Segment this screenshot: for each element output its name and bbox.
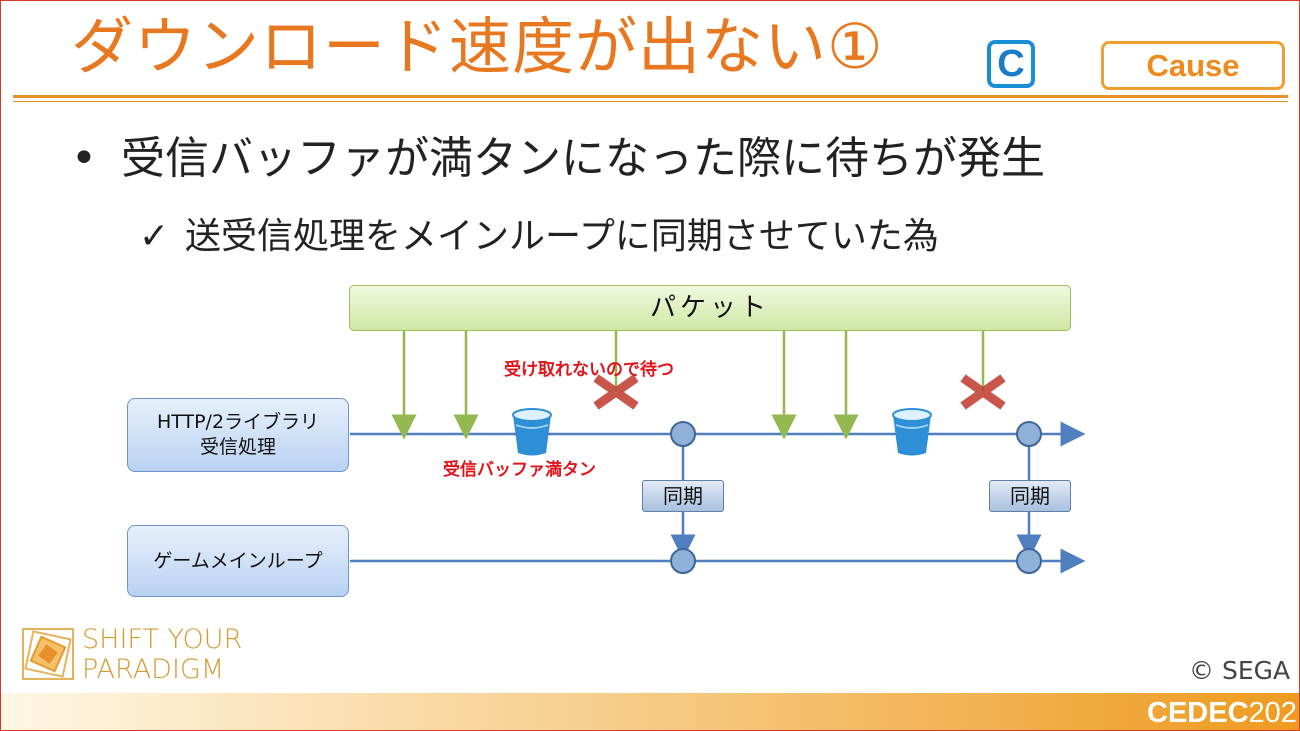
title-underline bbox=[13, 95, 1288, 98]
sync-label: 同期 bbox=[989, 480, 1071, 512]
sub-bullet: ✓ 送受信処理をメインループに同期させていた為 bbox=[139, 211, 939, 263]
main-bullet: • 受信バッファが満タンになった際に待ちが発生 bbox=[71, 129, 1045, 189]
lane-label-line: 受信処理 bbox=[199, 436, 276, 458]
shift-your-paradigm-logo-icon bbox=[22, 628, 74, 680]
blocked-cross-icon bbox=[960, 374, 1006, 410]
main-bullet-text: 受信バッファが満タンになった際に待ちが発生 bbox=[121, 133, 1045, 184]
copyright: © SEGA bbox=[1189, 656, 1291, 685]
sync-node bbox=[670, 421, 696, 447]
cedec-logo: CEDEC2021 bbox=[1147, 696, 1299, 730]
bullet-marker: • bbox=[71, 133, 97, 184]
lane-label: ゲームメインループ bbox=[153, 549, 323, 572]
full-buffer-bucket-icon bbox=[512, 408, 552, 456]
lane-label-line: HTTP/2ライブラリ bbox=[156, 411, 320, 433]
event-year: 2021 bbox=[1248, 697, 1299, 729]
event-name: CEDEC bbox=[1147, 697, 1249, 729]
check-icon: ✓ bbox=[139, 216, 170, 257]
category-letter-badge: C bbox=[987, 40, 1035, 88]
sub-bullet-text: 送受信処理をメインループに同期させていた為 bbox=[185, 216, 939, 257]
packet-box: パケット bbox=[349, 285, 1071, 331]
sync-label: 同期 bbox=[642, 480, 724, 512]
slogan-logo-text: SHIFT YOUR PARADIGM bbox=[82, 625, 242, 685]
slide-title: ダウンロード速度が出ない① bbox=[71, 10, 884, 83]
slogan-line: SHIFT YOUR bbox=[82, 624, 243, 655]
sync-node bbox=[670, 548, 696, 574]
wait-note: 受け取れないので待つ bbox=[504, 360, 674, 380]
http2-library-lane: HTTP/2ライブラリ 受信処理 bbox=[127, 398, 349, 472]
slogan-line: PARADIGM bbox=[82, 654, 225, 685]
footer-bar bbox=[1, 693, 1299, 730]
game-main-loop-lane: ゲームメインループ bbox=[127, 525, 349, 597]
title-underline-thin bbox=[13, 101, 1288, 102]
sync-node bbox=[1016, 548, 1042, 574]
cause-badge: Cause bbox=[1101, 41, 1285, 90]
sync-node bbox=[1016, 421, 1042, 447]
full-buffer-bucket-icon bbox=[892, 408, 932, 456]
blocked-cross-icon bbox=[593, 374, 639, 410]
buffer-full-note: 受信バッファ満タン bbox=[443, 460, 596, 480]
